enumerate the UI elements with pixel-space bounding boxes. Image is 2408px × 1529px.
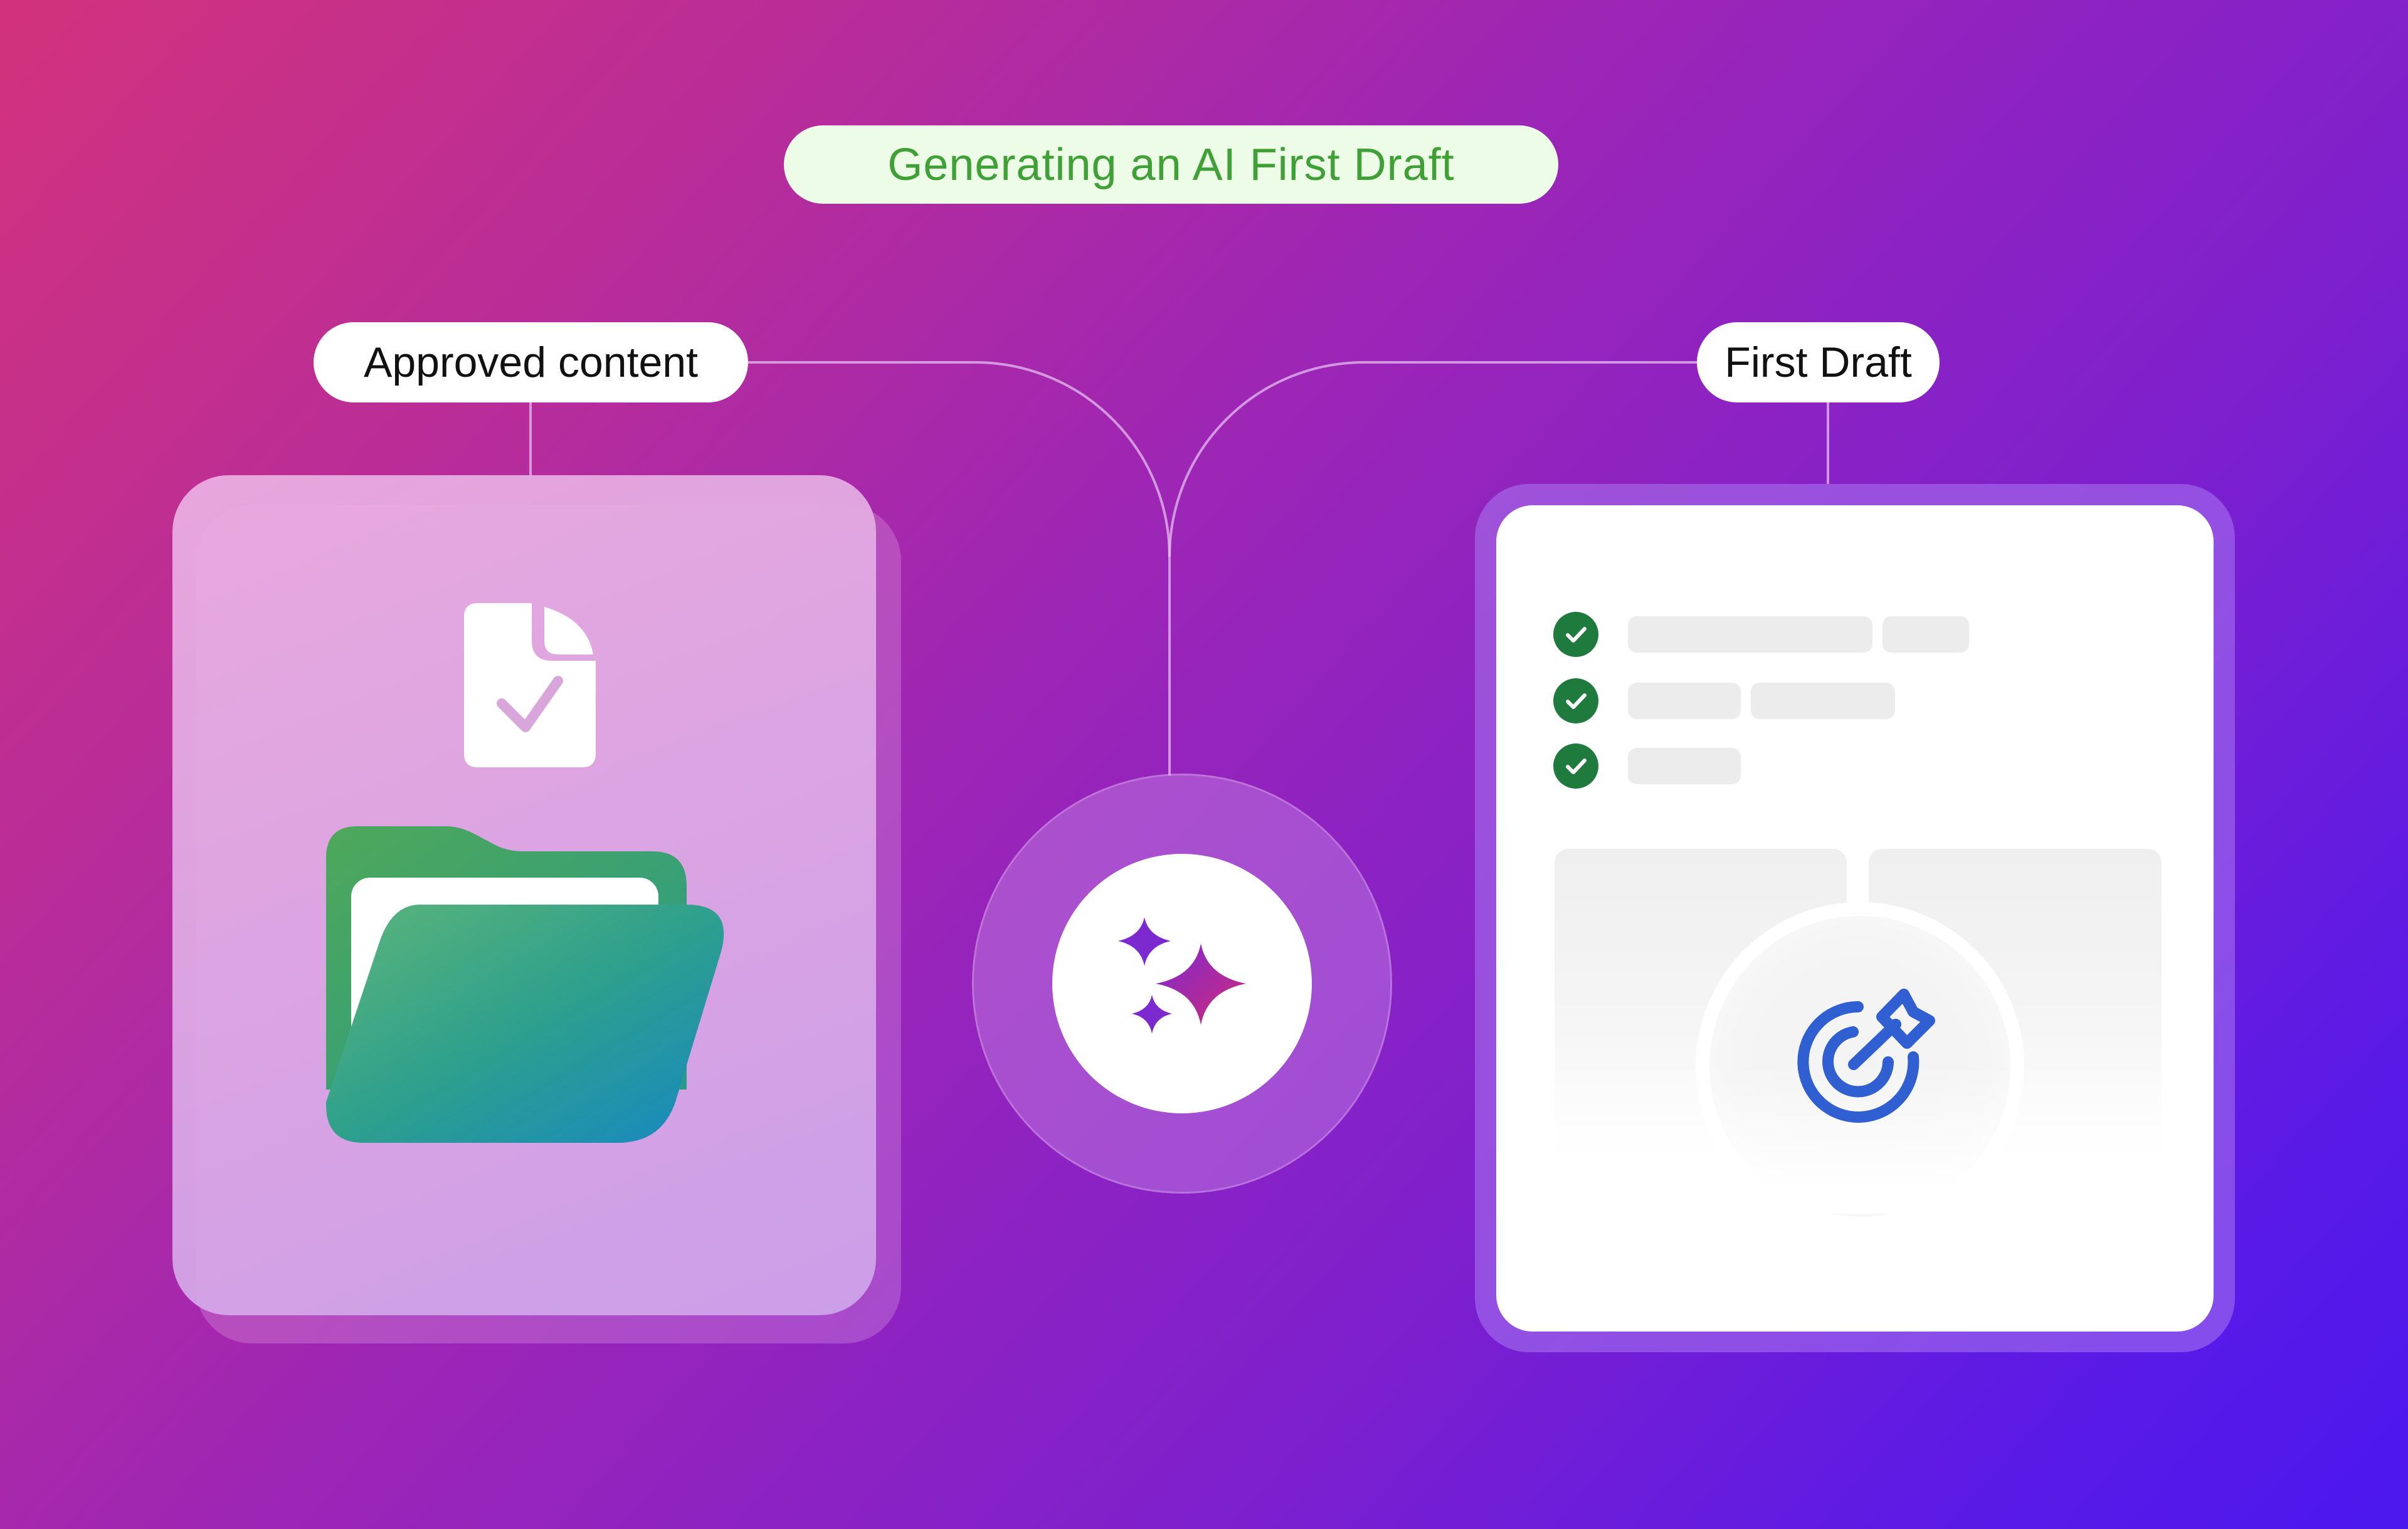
sparkles-icon (1118, 917, 1246, 1034)
output-card (1496, 505, 2214, 1332)
diagram-title-text: Generating an AI First Draft (887, 139, 1455, 190)
diagram-title: Generating an AI First Draft (784, 125, 1558, 204)
source-label: Approved content (314, 322, 748, 402)
source-label-text: Approved content (363, 339, 699, 386)
document-check-icon (464, 603, 596, 767)
ai-node (1052, 854, 1312, 1113)
check-circle-icon (1553, 678, 1598, 723)
placeholder-line (1628, 748, 1741, 784)
check-circle-icon (1553, 743, 1598, 789)
output-label-text: First Draft (1724, 339, 1912, 386)
placeholder-line (1628, 616, 1872, 653)
check-circle-icon (1553, 612, 1598, 657)
connector-ai-to-right (1168, 361, 1697, 557)
placeholder-line (1883, 616, 1969, 653)
placeholder-line (1628, 683, 1741, 719)
folder-icon (326, 826, 724, 1143)
target-arrow-icon (1797, 989, 1935, 1123)
connector-left-to-ai (748, 361, 1171, 775)
output-label: First Draft (1697, 322, 1940, 402)
placeholder-line (1751, 683, 1895, 719)
